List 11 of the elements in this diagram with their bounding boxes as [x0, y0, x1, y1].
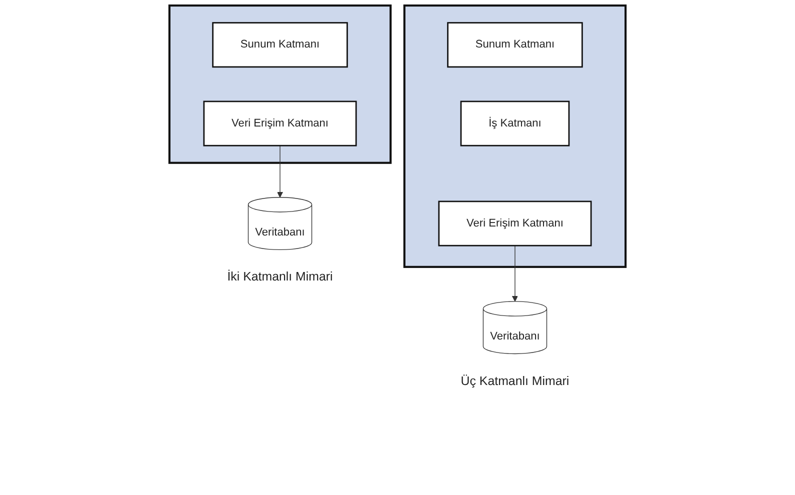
cluster [168, 4, 392, 164]
arrow [512, 245, 518, 302]
arrow [276, 145, 284, 198]
node-box: Veri Erişim Katmanı [203, 100, 357, 146]
node-box: Sunum Katmanı [447, 22, 583, 68]
cluster [403, 4, 627, 268]
node-box: Sunum Katmanı [212, 22, 348, 68]
node-label: İki Katmanlı Mimari [227, 270, 333, 284]
node-box: Veri Erişim Katmanı [438, 200, 592, 246]
node-box: İş Katmanı [460, 100, 570, 146]
node-label: Üç Katmanlı Mimari [460, 374, 570, 388]
